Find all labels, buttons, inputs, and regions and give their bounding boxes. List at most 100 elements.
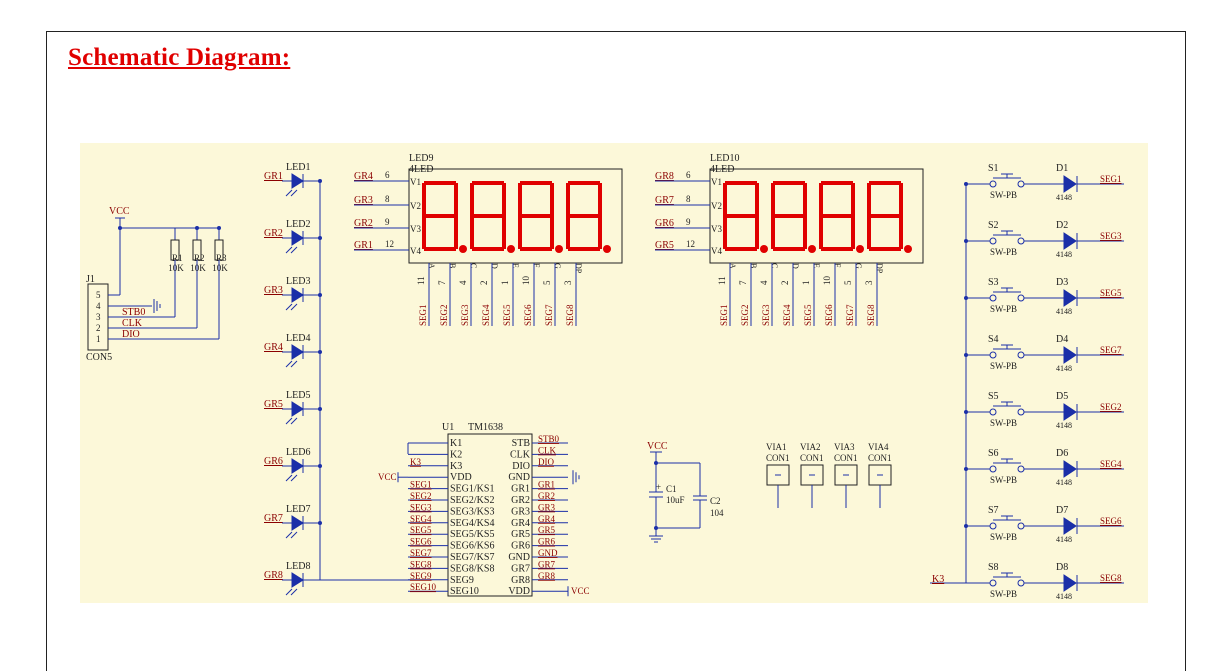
- ic-right-net: STB0: [538, 434, 560, 444]
- switch-contact: [1017, 465, 1025, 473]
- display-digit-pin: 9: [385, 217, 390, 227]
- led-net-label: GR4: [264, 342, 283, 353]
- display-seg-net: SEG5: [502, 304, 512, 326]
- display-vpin: V3: [711, 224, 722, 234]
- led-emission-icon: [285, 189, 293, 197]
- resistor-junction: [217, 226, 221, 230]
- display-seg-number: 2: [479, 281, 489, 286]
- display-digit-net: GR2: [354, 218, 373, 229]
- display-seg-pin: C: [469, 263, 478, 268]
- connector-net-label: DIO: [122, 329, 140, 340]
- resistor-junction: [195, 226, 199, 230]
- led-emission-icon: [290, 417, 298, 425]
- led-emission-icon: [285, 246, 293, 254]
- ic-left-pin: SEG4/KS4: [450, 518, 494, 529]
- diode-ref: D7: [1056, 505, 1068, 516]
- switch-ref: S1: [988, 163, 999, 174]
- ic-left-pin: SEG5/KS5: [450, 529, 494, 540]
- cap-vcc-label: VCC: [647, 441, 668, 452]
- led-ref: LED4: [286, 333, 310, 344]
- display-seg-pin: G: [553, 263, 562, 269]
- display-seg-pin: B: [448, 263, 457, 268]
- ic-right-pin: DIO: [512, 461, 530, 472]
- via-part: CON1: [834, 453, 858, 463]
- diode-icon: [1063, 175, 1077, 193]
- display-seg-net: SEG2: [439, 304, 449, 326]
- led-ref: LED1: [286, 162, 310, 173]
- resistor-value: 10K: [212, 263, 228, 273]
- ic-ref: U1: [442, 422, 454, 433]
- display-seg-number: 5: [542, 280, 552, 285]
- display-seg-number: 3: [864, 280, 874, 285]
- connector-ref: J1: [86, 274, 95, 285]
- led-diode-icon: [291, 458, 304, 474]
- diode-net-label: SEG3: [1100, 231, 1122, 241]
- display-seg-number: 1: [801, 281, 811, 286]
- display-seg-number: 1: [500, 281, 510, 286]
- ic-left-pin: SEG3/KS3: [450, 506, 494, 517]
- ic-right-pin: GR5: [511, 529, 530, 540]
- switch-contact: [1017, 351, 1025, 359]
- via-part: CON1: [766, 453, 790, 463]
- k3-net-label: K3: [932, 574, 944, 585]
- ic-u1: [447, 433, 533, 597]
- diode-icon: [1063, 574, 1077, 592]
- vcc-label: VCC: [109, 206, 130, 217]
- display-seg-number: 4: [759, 280, 769, 285]
- ic-left-pin: SEG10: [450, 586, 479, 597]
- ic-left-pin: SEG1/KS1: [450, 484, 494, 495]
- switch-ref: S8: [988, 562, 999, 573]
- diode-part: 4148: [1056, 193, 1072, 202]
- ic-right-net: GR3: [538, 502, 556, 512]
- diode-part: 4148: [1056, 364, 1072, 373]
- display-seg-net: SEG6: [824, 304, 834, 326]
- ic-right-pin: GR8: [511, 575, 530, 586]
- ic-right-pin: GR3: [511, 506, 530, 517]
- display-digit-pin: 6: [686, 170, 691, 180]
- diode-ref: D5: [1056, 391, 1068, 402]
- display-digit-net: GR1: [354, 240, 373, 251]
- resistor-ref: R3: [216, 253, 227, 263]
- display-ref: LED9: [409, 153, 433, 164]
- connector-pin-number: 3: [96, 312, 101, 322]
- display-seg-net: SEG6: [523, 304, 533, 326]
- cap-c2-value: 104: [710, 508, 724, 518]
- cap-c1-value: 10uF: [666, 495, 685, 505]
- resistor-ref: R2: [194, 253, 205, 263]
- led-diode-icon: [291, 230, 304, 246]
- led-emission-icon: [285, 303, 293, 311]
- diode-part: 4148: [1056, 592, 1072, 601]
- decimal-point: [555, 245, 563, 253]
- diode-ref: D6: [1056, 448, 1068, 459]
- decimal-point: [856, 245, 864, 253]
- diode-part: 4148: [1056, 535, 1072, 544]
- led-diode-icon: [291, 572, 304, 588]
- diode-icon: [1063, 460, 1077, 478]
- led-diode-icon: [291, 287, 304, 303]
- switch-contact: [1017, 522, 1025, 530]
- display-digit-pin: 12: [686, 239, 695, 249]
- ic-left-pin: SEG9: [450, 575, 474, 586]
- switch-contact: [989, 351, 997, 359]
- switch-ref: S4: [988, 334, 999, 345]
- display-vpin: V4: [410, 246, 421, 256]
- display-seg-pin: F: [532, 263, 541, 268]
- switch-part: SW-PB: [990, 190, 1017, 200]
- display-digit-net: GR5: [655, 240, 674, 251]
- ic-left-net: SEG1: [410, 480, 432, 490]
- schematic-diagram: J1CON554321VCCSTB0CLKDIOR110KR210KR310KG…: [86, 153, 1124, 601]
- switch-contact: [989, 237, 997, 245]
- diode-net-label: SEG1: [1100, 174, 1122, 184]
- switch-contact: [989, 579, 997, 587]
- switch-part: SW-PB: [990, 475, 1017, 485]
- resistor-value: 10K: [168, 263, 184, 273]
- display-vpin: V3: [410, 224, 421, 234]
- via-part: CON1: [800, 453, 824, 463]
- display-digit-pin: 9: [686, 217, 691, 227]
- display-digit-net: GR7: [655, 195, 674, 206]
- connector-pin-number: 2: [96, 323, 101, 333]
- led-emission-icon: [290, 588, 298, 596]
- diode-part: 4148: [1056, 307, 1072, 316]
- display-seg-net: SEG7: [544, 304, 554, 326]
- switch-ref: S3: [988, 277, 999, 288]
